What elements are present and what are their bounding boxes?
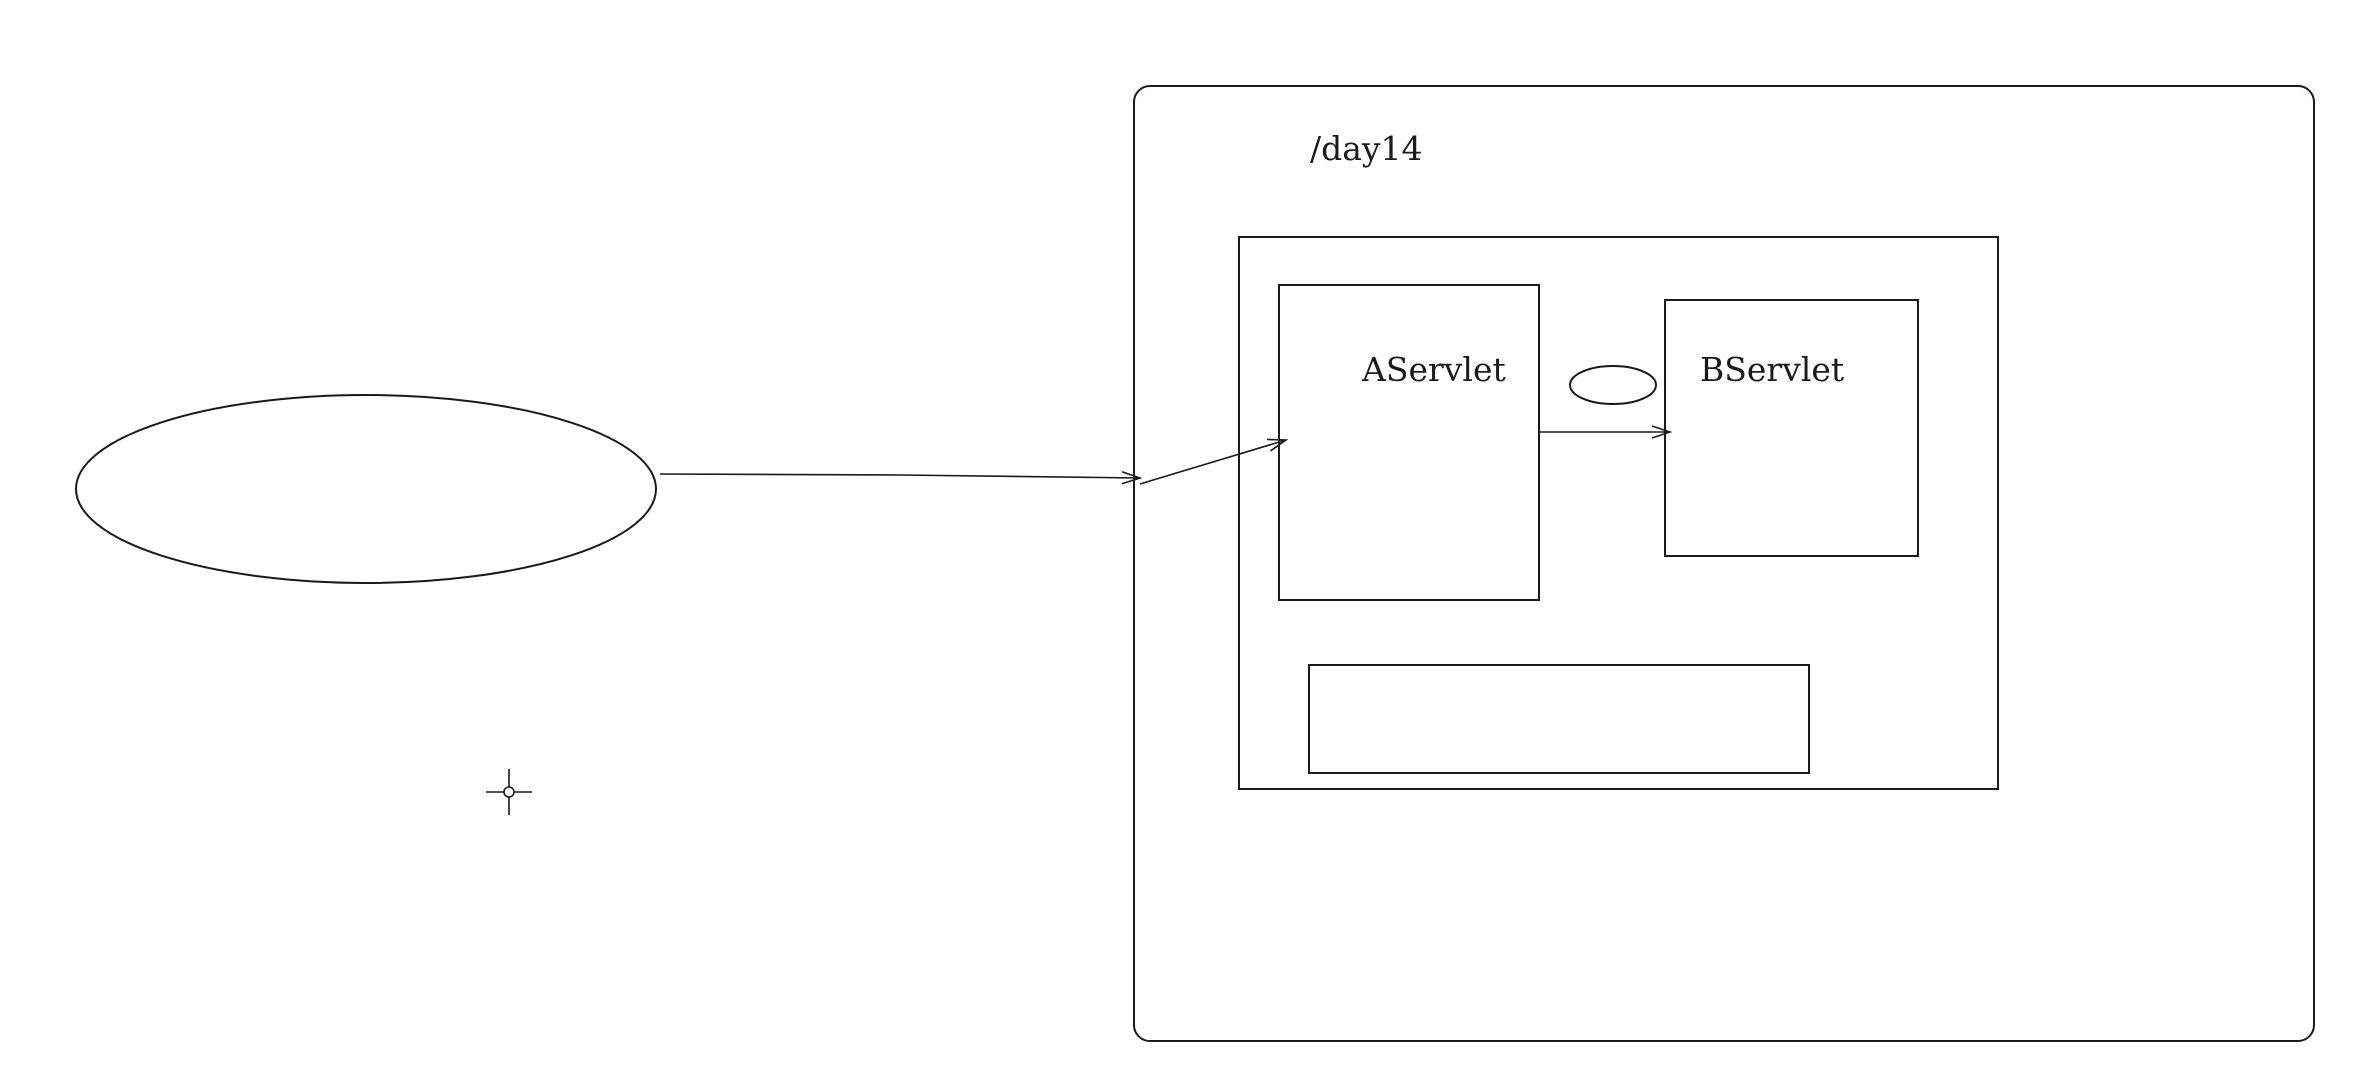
server-container <box>1133 85 2315 1042</box>
bservlet-label: BServlet <box>1700 350 1844 389</box>
web-application-box <box>1238 236 1999 790</box>
bservlet-box <box>1664 299 1919 557</box>
request-to-aservlet-arrow <box>1139 440 1286 485</box>
aservlet-box <box>1278 284 1540 601</box>
client-to-server-arrow <box>659 474 1140 478</box>
context-path-label: /day14 <box>1310 129 1423 168</box>
crosshair-cursor-icon <box>486 769 532 815</box>
aservlet-label: AServlet <box>1361 350 1506 389</box>
bottom-box <box>1308 664 1810 774</box>
shared-object-ellipse <box>1569 365 1657 405</box>
client-ellipse <box>75 394 657 584</box>
